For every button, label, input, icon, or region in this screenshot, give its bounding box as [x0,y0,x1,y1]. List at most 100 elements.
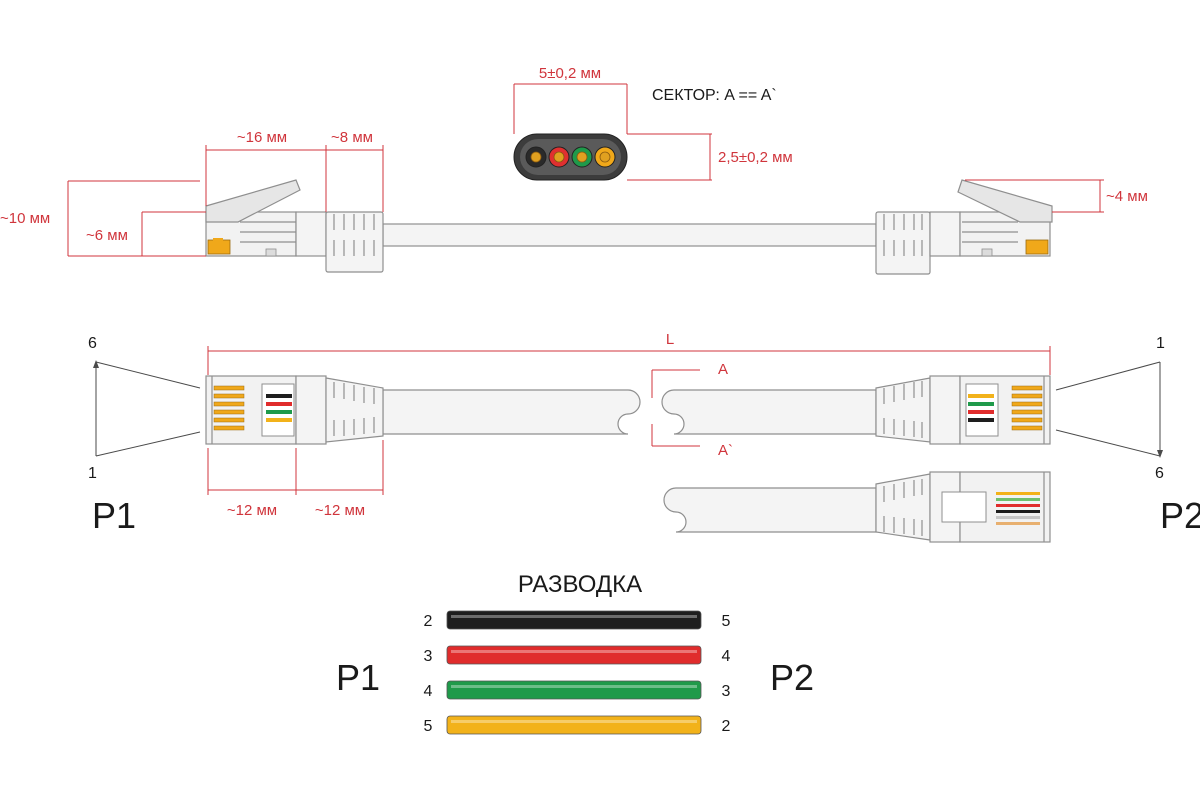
contact-pin [1011,385,1043,391]
detail-cable [663,487,877,533]
wire-p1-pin-4: 5 [424,718,433,735]
section-a-label: A [718,361,728,378]
wire-highlight-4 [451,720,697,723]
p1-pin-bottom-label: 1 [88,465,97,482]
detail-wire [996,504,1040,507]
wire-2 [446,645,702,665]
side-boot-left [295,211,384,273]
detail-wire [996,516,1040,519]
side-plug-left-latch [205,179,301,223]
contact-pin [1011,425,1043,431]
conductor-core-1 [530,151,542,163]
conductor-core-4 [599,151,611,163]
top-plug-right-wires [968,385,1043,431]
detail-wire [996,522,1040,525]
detail-boot-ribs [883,479,923,536]
top-plug-left-wires [213,385,292,431]
contact-pin [1011,393,1043,399]
detail-wire [996,492,1040,495]
detail-wire [996,510,1040,513]
dim-top-boot-length-label: ~12 мм [315,502,365,519]
conductor-core-2 [553,151,565,163]
plug-wire [266,394,292,398]
wire-p2-pin-4: 2 [722,718,731,735]
wiring-wires: 2 5 3 4 4 3 5 2 [424,610,731,735]
side-boot-right-collar [929,211,961,257]
p1-pin-arrow-icon [93,360,99,368]
side-cable [382,223,877,247]
contact-pin [213,385,245,391]
side-plug-right-latch [957,179,1053,223]
conductors [525,146,616,168]
p2-pin-top-label: 1 [1156,335,1165,352]
wire-p2-pin-1: 5 [722,613,731,630]
side-view: ~16 мм ~8 мм ~10 мм ~6 мм ~4 мм [0,129,1148,275]
side-plug-right-contact [1025,239,1049,255]
dim-boot-length-label: ~8 мм [331,129,373,146]
top-view: L A A` [88,331,1200,536]
detail-wire [996,498,1040,501]
contact-pin [213,409,245,415]
wiring-title: РАЗВОДКА [518,571,642,598]
wire-p2-pin-3: 3 [722,683,731,700]
top-boot-left-collar [295,375,327,445]
wire-p1-pin-3: 4 [424,683,433,700]
wire-3 [446,680,702,700]
conductor-core-3 [576,151,588,163]
wiring-p1-label: P1 [336,657,380,698]
p2-label: P2 [1160,495,1200,536]
top-boot-right [875,375,961,445]
top-boot-right-collar [929,375,961,445]
side-plug-left-notch [265,248,277,257]
dim-latch-height-label: ~4 мм [1106,188,1148,205]
wire-p2-pin-2: 4 [722,648,731,665]
side-plug-right [957,179,1053,257]
cable-cross-section-inner [520,139,621,175]
cross-section: 5±0,2 мм 2,5±0,2 мм СЕКТОР: A == A` [513,65,793,181]
cross-section-width-label: 5±0,2 мм [539,65,601,82]
wire-highlight-2 [451,650,697,653]
p2-pin-fan [1055,361,1161,457]
p1-pin-top-label: 6 [88,335,97,352]
top-cable-left [382,389,641,435]
side-boot-right-ribs [883,214,923,256]
side-boot-left-collar [295,211,327,257]
plug-wire [968,394,994,398]
wire-1 [446,610,702,630]
wire-p1-pin-1: 2 [424,613,433,630]
dim-head-length-label: ~16 мм [237,129,287,146]
detail-plug-window [941,491,987,523]
contact-pin [213,393,245,399]
contact-pin [213,425,245,431]
wiring-p2-label: P2 [770,657,814,698]
plug-wire [266,418,292,422]
p1-label: P1 [92,495,136,536]
top-plug-right [959,375,1051,445]
section-a-prime-label: A` [718,442,733,459]
side-boot-left-ribs [333,214,375,256]
plug-wire [266,402,292,406]
p1-pin-fan [95,361,201,457]
dim-body-height-label: ~6 мм [86,227,128,244]
side-plug-left-contact [207,239,231,255]
contact-pin [213,401,245,407]
length-label: L [666,331,674,348]
wire-highlight-1 [451,615,697,618]
top-boot-left-body [325,377,384,443]
contact-detail [663,471,1051,543]
contact-pin [213,417,245,423]
side-plug-left [205,179,301,257]
side-boot-right [875,211,961,275]
dim-plug-length-label: ~12 мм [227,502,277,519]
plug-wire [266,410,292,414]
p2-pin-arrow-icon [1157,450,1163,458]
wire-highlight-3 [451,685,697,688]
contact-pin [1011,409,1043,415]
top-cable-right [661,389,877,435]
side-plug-left-contact-tab [213,238,223,242]
p2-pin-bottom-label: 6 [1155,465,1164,482]
contact-pin [1011,401,1043,407]
dim-total-height-label: ~10 мм [0,210,50,227]
wire-p1-pin-2: 3 [424,648,433,665]
